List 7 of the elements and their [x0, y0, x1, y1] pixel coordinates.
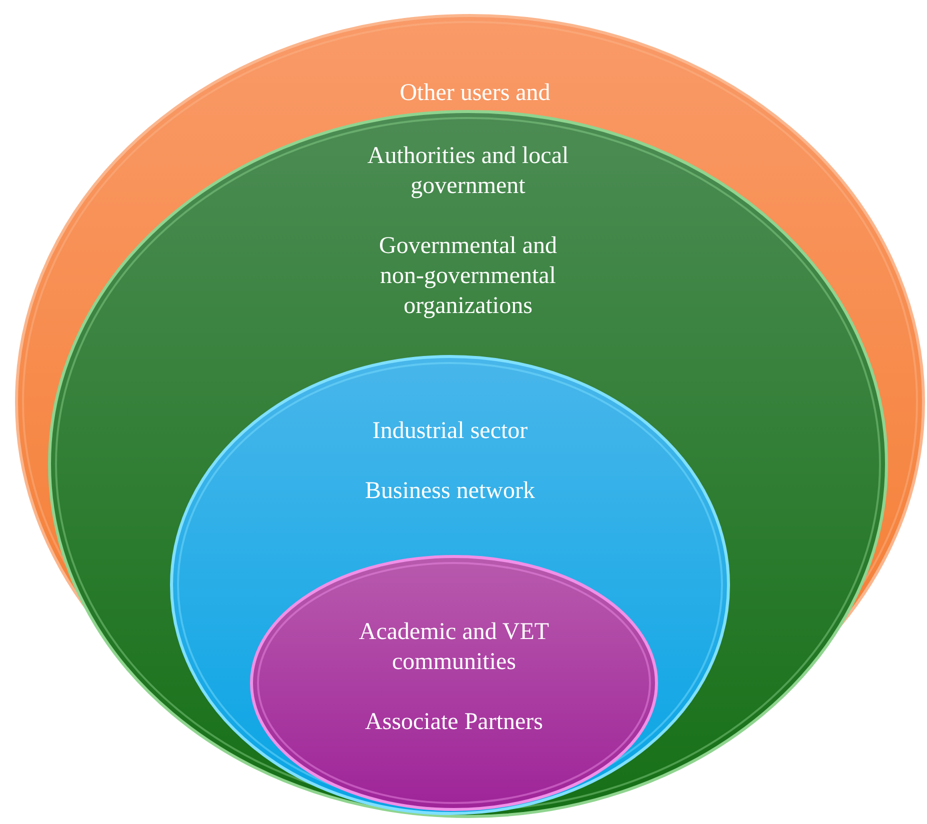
group-label: Governmental and non-governmental organizations	[378, 232, 558, 321]
group-label: Other users and	[398, 79, 552, 108]
group-label: Business network	[364, 477, 536, 506]
group-label: Academic and VET communities	[358, 618, 550, 677]
group-label: Authorities and local government	[366, 142, 570, 201]
group-label: Associate Partners	[364, 708, 544, 737]
group-label: Industrial sector	[371, 417, 529, 446]
